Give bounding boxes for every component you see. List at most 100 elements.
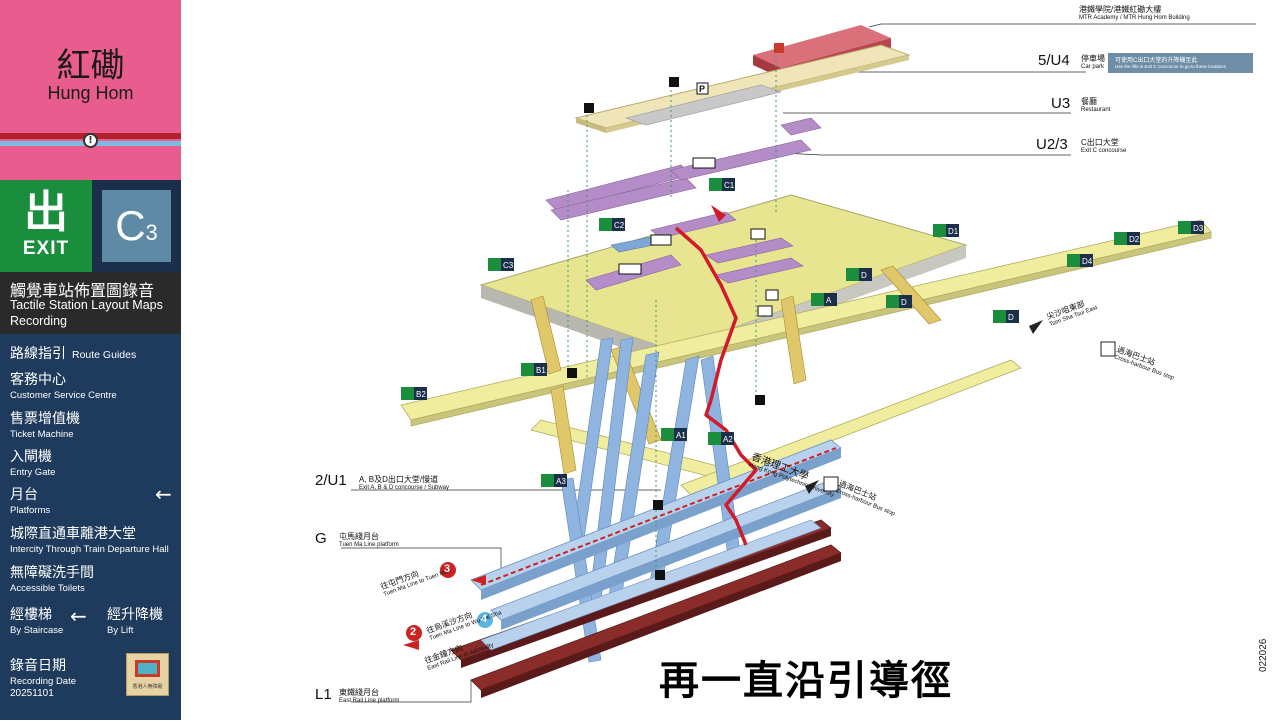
- level-code: G: [315, 530, 327, 547]
- exit-tag-label: D4: [1082, 257, 1093, 266]
- route-guides-en: Route Guides: [72, 349, 137, 361]
- facility-markers: P: [567, 43, 784, 580]
- level-desc-u3: 餐廳 Restaurant: [1081, 96, 1110, 113]
- nav-item-platforms[interactable]: 月台 Platforms: [10, 484, 50, 516]
- level-label-u23: U2/3: [1036, 136, 1068, 154]
- parking-icon: [696, 82, 709, 95]
- level-zh: 餐廳: [1081, 97, 1097, 106]
- nav-item-label-en: Customer Service Centre: [10, 390, 117, 401]
- accessibility-logo: 香港人無障礙: [126, 653, 169, 696]
- level-zh: 停車場: [1081, 54, 1105, 63]
- exit-tag-a1: A1: [661, 428, 687, 441]
- nav-item-label-zh: 客務中心: [10, 372, 66, 388]
- level-zh: 屯馬綫月台: [339, 532, 379, 541]
- nav-item-label-en: Ticket Machine: [10, 429, 74, 440]
- station-layout-svg: P C1 C2 C3 D1 D2 D3 D4 D A D D B1 B2 A1 …: [341, 23, 1256, 703]
- platform-2-badge: [406, 625, 422, 641]
- lift-shafts: [567, 55, 777, 580]
- exit-sign: 出 EXIT: [0, 180, 92, 272]
- arrow-right-icon: [1029, 320, 1043, 334]
- toilet-icon: [650, 234, 672, 246]
- platform-direction-markers: [403, 562, 493, 650]
- lift-marker-icon: [567, 368, 577, 378]
- level-label-u3: U3: [1051, 95, 1070, 113]
- exit-tag-label: D3: [1193, 224, 1204, 233]
- nav-item-label-zh: 售票增值機: [10, 411, 80, 427]
- exit-tag-label: C3: [503, 261, 514, 270]
- guide-route-line: [674, 226, 758, 546]
- recording-date-value: 20251101: [10, 688, 54, 699]
- exit-tag-label: D2: [1129, 235, 1140, 244]
- bus-stop-icon: [1100, 341, 1116, 357]
- by-lift-option[interactable]: 經升降機 By Lift: [107, 604, 163, 636]
- level-desc-l1: 東鐵綫月台 East Rail Line platform: [339, 687, 399, 704]
- by-staircase-option[interactable]: 經樓梯 By Staircase: [10, 604, 63, 636]
- lift-marker-icon: [655, 570, 665, 580]
- lift-marker-icon: [774, 43, 784, 53]
- exit-tag-label: B2: [416, 390, 426, 399]
- nav-item-label-en: Entry Gate: [10, 467, 56, 478]
- exit-tag-label: D: [901, 298, 907, 307]
- exit-tag-label: A1: [676, 431, 686, 440]
- platform-2-number: 2: [410, 626, 417, 638]
- nav-item-label-zh: 入閘機: [10, 449, 52, 465]
- level-en: Car park: [1081, 64, 1105, 70]
- nav-item-customer-service[interactable]: 客務中心 Customer Service Centre: [10, 369, 117, 401]
- lift-marker-icon: [584, 103, 594, 113]
- route-guides-zh: 路線指引: [10, 346, 66, 362]
- level-en: Exit C concourse: [1081, 148, 1127, 154]
- exit-icon: 出: [24, 187, 68, 238]
- level-label-academy: 港鐵學院/港鐵紅磡大樓 MTR Academy / MTR Hung Hom B…: [1079, 4, 1190, 21]
- level-en: MTR Academy / MTR Hung Hom Building: [1079, 15, 1190, 21]
- by-lift-en: By Lift: [107, 625, 134, 636]
- logo-screen-inner-icon: [138, 663, 157, 674]
- recording-date-label-zh: 錄音日期: [10, 658, 66, 674]
- lift-marker-icon: [755, 395, 765, 405]
- exit-tag-label: D: [861, 271, 867, 280]
- level-label-l1: L1: [315, 686, 332, 704]
- carpark-note: 可使用C出口大堂的升降機至此 Use the lifts in Exit C c…: [1115, 55, 1226, 69]
- tactile-title-en: Tactile Station Layout Maps Recording: [10, 298, 163, 328]
- nav-item-ticket-machine[interactable]: 售票增值機 Ticket Machine: [10, 408, 80, 440]
- exit-tag-d-east: D: [993, 310, 1019, 323]
- parking-icon-letter: P: [699, 84, 705, 94]
- station-header: 紅磡 Hung Hom !: [0, 0, 181, 180]
- platform-3-number: 3: [444, 563, 451, 575]
- nav-item-intercity-hall[interactable]: 城際直通車離港大堂 Intercity Through Train Depart…: [10, 523, 169, 555]
- exit-code-badge: C3: [102, 190, 171, 262]
- exit-tag-d3: D3: [1178, 221, 1204, 234]
- tactile-title-zh: 觸覺車站佈置圖錄音: [10, 281, 155, 300]
- recording-date: 錄音日期 Recording Date 20251101: [10, 655, 76, 699]
- nav-item-accessible-toilets[interactable]: 無障礙洗手間 Accessible Toilets: [10, 562, 94, 594]
- level-desc-g: 屯馬綫月台 Tuen Ma Line platform: [339, 531, 399, 548]
- ticket-machine-icon: [765, 289, 779, 301]
- exit-code-panel: C3: [92, 180, 181, 272]
- nav-item-entry-gate[interactable]: 入閘機 Entry Gate: [10, 446, 55, 478]
- lift-marker-icon: [669, 77, 679, 87]
- level-code: U3: [1051, 95, 1071, 112]
- exit-tag-a3: A3: [541, 474, 567, 487]
- nav-item-label-zh: 無障礙洗手間: [10, 565, 94, 581]
- exit-tag-d1: D1: [933, 224, 959, 237]
- staircase-arrow-left-icon: ←: [70, 604, 87, 628]
- platform-4-number: 4: [481, 613, 488, 625]
- route-guides-heading: 路線指引 Route Guides: [10, 343, 136, 363]
- level-zh: 東鐵綫月台: [339, 688, 379, 697]
- exit-code-letter: C: [115, 202, 146, 249]
- exit-tag-label: D1: [948, 227, 959, 236]
- level-label-2u1: 2/U1: [315, 472, 347, 490]
- exit-tag-a2: A2: [708, 432, 734, 445]
- arrow-left-icon: [403, 640, 419, 650]
- gate-icon: [757, 305, 773, 317]
- route-start-arrow-icon: [711, 205, 726, 222]
- carpark-level: [574, 44, 911, 133]
- station-layout-map: P C1 C2 C3 D1 D2 D3 D4 D A D D B1 B2 A1 …: [181, 0, 1280, 720]
- exit-tag-d: D: [846, 268, 872, 281]
- exit-tag-label: C2: [614, 221, 625, 230]
- exit-tag-label: A: [826, 296, 832, 305]
- station-name-zh: 紅磡: [56, 46, 125, 86]
- platform-3-badge: [440, 562, 456, 578]
- exit-tag-label: A3: [556, 477, 566, 486]
- level-label-g: G: [315, 530, 327, 548]
- level-zh: 港鐵學院/港鐵紅磡大樓: [1079, 5, 1162, 14]
